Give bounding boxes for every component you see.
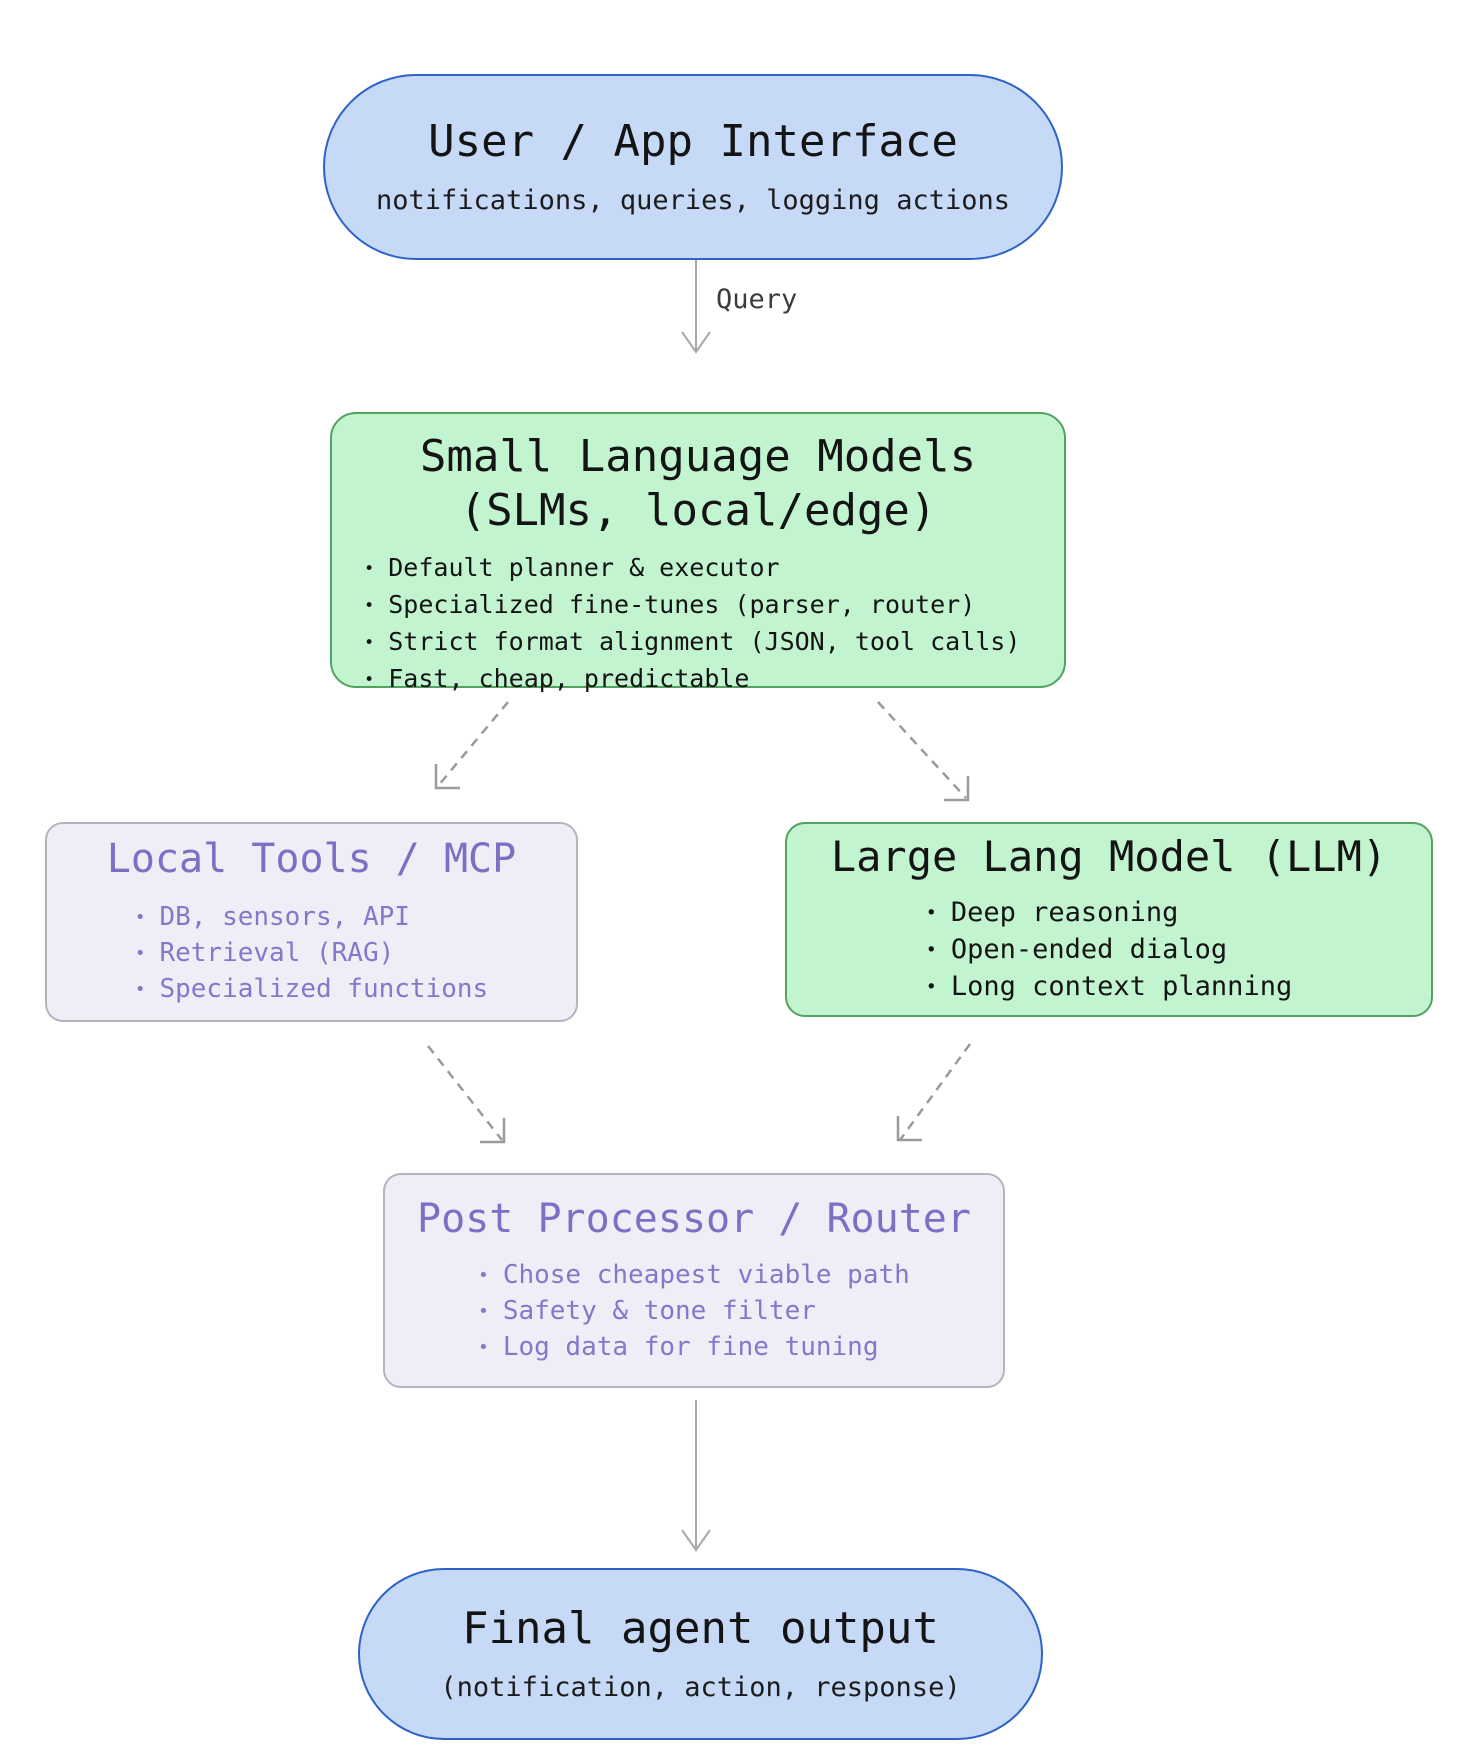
bullet-item: • Long context planning (926, 970, 1292, 1007)
node-title: Small Language Models (SLMs, local/edge) (420, 430, 976, 537)
bullet-item: • Default planner & executor (364, 551, 1020, 588)
bullet-dot-icon: • (364, 670, 375, 691)
node-title-line1: Small Language Models (419, 431, 977, 482)
node-subtitle: notifications, queries, logging actions (376, 185, 1010, 217)
bullet-dot-icon: • (925, 977, 937, 999)
bullet-item: • Deep reasoning (926, 896, 1292, 933)
bullet-item: • Specialized fine-tunes (parser, router) (364, 588, 1020, 625)
node-title-line2: (SLMs, local/edge) (459, 484, 937, 536)
node-title: Post Processor / Router (417, 1195, 971, 1242)
bullet-dot-icon: • (134, 944, 146, 964)
bullet-text: Retrieval (RAG) (159, 938, 395, 968)
bullet-text: Safety & tone filter (502, 1295, 816, 1326)
bullet-text: Chose cheapest viable path (502, 1259, 910, 1290)
bullet-text: Default planner & executor (388, 553, 780, 583)
bullet-dot-icon: • (478, 1265, 489, 1286)
bullet-item: • Specialized functions (135, 973, 488, 1009)
node-bullet-list: • Deep reasoning • Open-ended dialog • Long c… (926, 896, 1292, 1007)
bullet-text: Strict format alignment (JSON, tool call… (388, 627, 1021, 657)
bullet-dot-icon: • (925, 940, 937, 962)
node-subtitle: (notification, action, response) (440, 1672, 961, 1704)
arrow-slm-to-llm (877, 701, 970, 802)
bullet-text: Specialized fine-tunes (parser, router) (388, 590, 976, 620)
arrow-tools-to-post (427, 1045, 506, 1144)
node-title: Local Tools / MCP (106, 836, 517, 882)
bullet-dot-icon: • (364, 596, 375, 617)
bullet-text: DB, sensors, API (159, 902, 410, 932)
node-user-app-interface: User / App Interface notifications, quer… (323, 74, 1063, 260)
bullet-dot-icon: • (134, 908, 146, 928)
bullet-item: • Strict format alignment (JSON, tool cal… (364, 625, 1020, 662)
node-bullet-list: • Default planner & executor • Specialized … (352, 551, 1020, 699)
node-title: Large Lang Model (LLM) (830, 831, 1388, 881)
bullet-item: • Retrieval (RAG) (135, 937, 488, 973)
arrow-llm-to-post (896, 1043, 972, 1142)
bullet-item: • Fast, cheap, predictable (364, 662, 1020, 699)
node-bullet-list: • DB, sensors, API • Retrieval (RAG) • Specia… (135, 901, 488, 1009)
bullet-item: • Open-ended dialog (926, 933, 1292, 970)
bullet-text: Specialized functions (159, 974, 489, 1004)
node-bullet-list: • Chose cheapest viable path • Safety & ton… (478, 1259, 910, 1367)
bullet-text: Log data for fine tuning (502, 1331, 879, 1362)
node-large-lang-model: Large Lang Model (LLM) • Deep reasoning • O… (785, 822, 1433, 1017)
bullet-dot-icon: • (134, 980, 146, 1000)
bullet-dot-icon: • (364, 559, 375, 580)
bullet-dot-icon: • (364, 633, 375, 654)
bullet-item: • DB, sensors, API (135, 901, 488, 937)
node-local-tools-mcp: Local Tools / MCP • DB, sensors, API • Retr… (45, 822, 578, 1022)
bullet-item: • Chose cheapest viable path (478, 1259, 910, 1295)
node-title: Final agent output (462, 1603, 939, 1655)
bullet-dot-icon: • (478, 1301, 489, 1322)
bullet-text: Open-ended dialog (950, 934, 1228, 966)
node-post-processor-router: Post Processor / Router • Chose cheapest … (383, 1173, 1005, 1388)
bullet-text: Long context planning (950, 971, 1293, 1003)
bullet-dot-icon: • (478, 1337, 489, 1358)
bullet-text: Deep reasoning (950, 897, 1179, 929)
node-final-agent-output: Final agent output (notification, action… (358, 1568, 1043, 1740)
bullet-item: • Log data for fine tuning (478, 1331, 910, 1367)
edge-label-query: Query (716, 284, 798, 315)
node-small-language-models: Small Language Models (SLMs, local/edge)… (330, 412, 1066, 693)
node-title: User / App Interface (428, 116, 958, 168)
bullet-text: Fast, cheap, predictable (388, 664, 750, 694)
arrow-query (681, 258, 711, 354)
bullet-item: • Safety & tone filter (478, 1295, 910, 1331)
bullet-dot-icon: • (925, 903, 937, 925)
arrow-post-to-final (681, 1400, 711, 1552)
arrow-slm-to-tools (434, 701, 509, 790)
